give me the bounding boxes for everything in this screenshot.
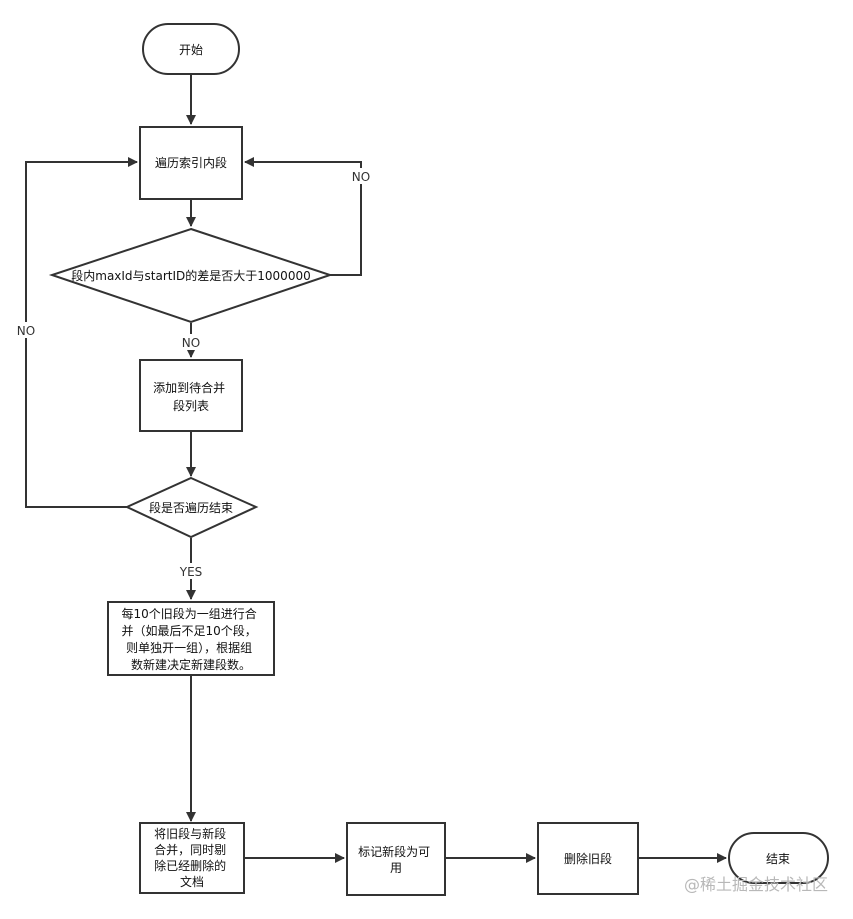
merge-old-to-new-line-2: 合并，同时剔 bbox=[154, 842, 226, 857]
edge-label-no-right: NO bbox=[352, 170, 370, 184]
mark-new-available-node: 标记新段为可 用 bbox=[346, 822, 446, 896]
check-difference-label: 段内maxId与startID的差是否大于1000000 bbox=[71, 268, 310, 283]
edge-labels: NO NO NO YES bbox=[11, 168, 376, 579]
edge-no-loop-right bbox=[244, 157, 362, 276]
check-traverse-end-decision: 段是否遍历结束 bbox=[124, 476, 259, 539]
mark-new-available-label: 标记新段为可 用 bbox=[358, 844, 434, 875]
merge-groups-label: 每10个旧段为一组进行合 并（如最后不足10个段， 则单独开一组），根据组 数新… bbox=[121, 606, 260, 672]
edge-label-no-left: NO bbox=[17, 324, 35, 338]
merge-groups-line-4: 数新建决定新建段数。 bbox=[131, 657, 251, 672]
merge-old-to-new-line-1: 将旧段与新段 bbox=[154, 826, 226, 841]
delete-old-segments-node: 删除旧段 bbox=[537, 822, 639, 895]
check-traverse-end-label: 段是否遍历结束 bbox=[149, 500, 233, 515]
merge-old-to-new-label: 将旧段与新段 合并，同时剔 除已经删除的 文档 bbox=[154, 826, 230, 889]
merge-old-to-new-line-4: 文档 bbox=[180, 874, 204, 889]
edge-no-loop-left bbox=[25, 157, 138, 508]
add-to-merge-list-label: 添加到待合并 段列表 bbox=[153, 380, 229, 413]
merge-groups-line-3: 则单独开一组），根据组 bbox=[126, 641, 252, 655]
delete-old-segments-label: 删除旧段 bbox=[564, 851, 612, 866]
end-label: 结束 bbox=[766, 852, 790, 866]
start-node: 开始 bbox=[142, 23, 240, 75]
add-to-merge-list-line-2: 段列表 bbox=[173, 398, 209, 413]
mark-new-available-line-1: 标记新段为可 bbox=[358, 844, 430, 859]
end-node: 结束 bbox=[728, 832, 829, 884]
merge-old-to-new-node: 将旧段与新段 合并，同时剔 除已经删除的 文档 bbox=[139, 822, 245, 894]
merge-groups-node: 每10个旧段为一组进行合 并（如最后不足10个段， 则单独开一组），根据组 数新… bbox=[107, 601, 275, 676]
traverse-segments-label: 遍历索引内段 bbox=[155, 155, 227, 170]
watermark: @稀土掘金技术社区 bbox=[684, 875, 828, 894]
edges bbox=[25, 74, 727, 863]
merge-old-to-new-line-3: 除已经删除的 bbox=[154, 858, 226, 873]
start-label: 开始 bbox=[179, 43, 203, 57]
edge-label-no-down: NO bbox=[182, 336, 200, 350]
add-to-merge-list-line-1: 添加到待合并 bbox=[153, 380, 225, 395]
check-difference-decision: 段内maxId与startID的差是否大于1000000 bbox=[48, 227, 334, 324]
merge-groups-line-2: 并（如最后不足10个段， bbox=[121, 623, 256, 638]
merge-groups-line-1: 每10个旧段为一组进行合 bbox=[121, 606, 256, 621]
add-to-merge-list-node: 添加到待合并 段列表 bbox=[139, 359, 243, 432]
mark-new-available-line-2: 用 bbox=[390, 861, 402, 875]
traverse-segments-node: 遍历索引内段 bbox=[139, 126, 243, 200]
edge-label-yes: YES bbox=[179, 565, 203, 579]
